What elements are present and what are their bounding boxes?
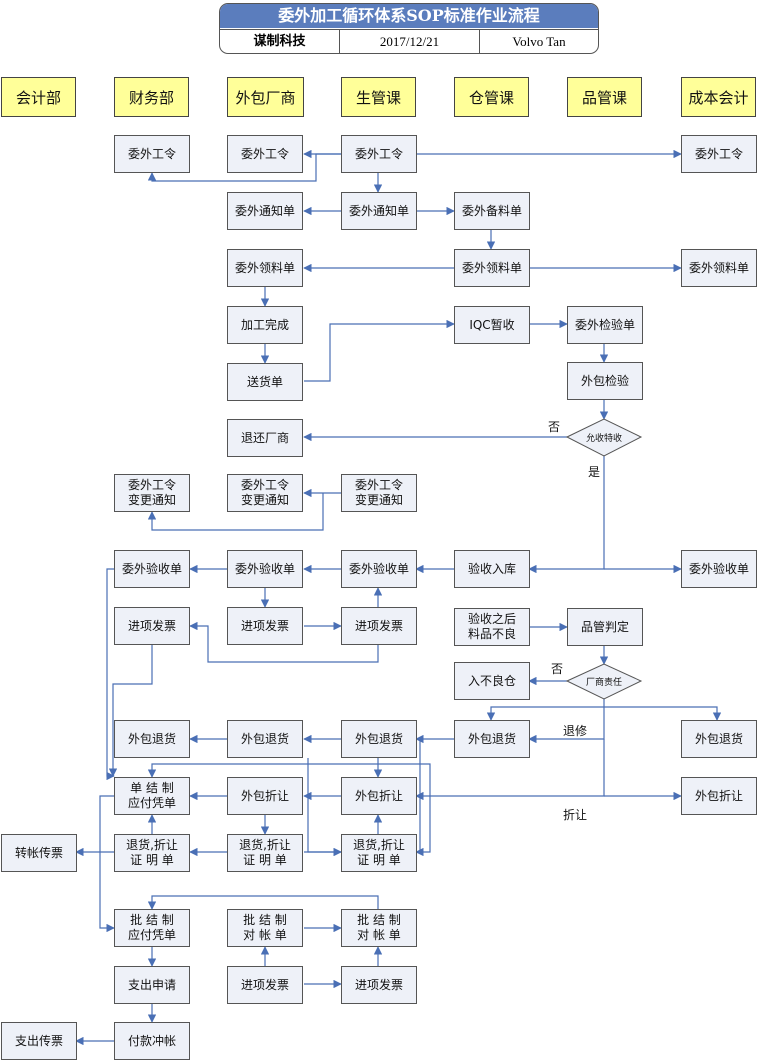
dept-production: 生管课 bbox=[341, 77, 416, 117]
qc-inspection: 外包检验 bbox=[567, 362, 643, 400]
production-order: 委外工令 bbox=[341, 135, 417, 173]
label-yes-1: 是 bbox=[588, 465, 601, 479]
vendor-ship: 送货单 bbox=[227, 363, 303, 401]
decision-accept-shape bbox=[565, 418, 643, 457]
finance-settlement: 付款冲帐 bbox=[114, 1022, 190, 1060]
connector bbox=[603, 699, 722, 721]
finance-receipt: 委外验收单 bbox=[114, 550, 190, 588]
cost-return: 外包退货 bbox=[681, 720, 757, 758]
label-no-1: 否 bbox=[548, 420, 561, 434]
vendor-invoice: 进项发票 bbox=[227, 607, 303, 645]
date-field: 2017/12/21 bbox=[340, 30, 480, 53]
vendor-notice: 委外通知单 bbox=[227, 192, 303, 230]
label-no-2: 否 bbox=[551, 662, 564, 676]
production-invoice: 进项发票 bbox=[341, 607, 417, 645]
cost-discount: 外包折让 bbox=[681, 777, 757, 815]
production-return: 外包退货 bbox=[341, 720, 417, 758]
dept-vendor: 外包厂商 bbox=[227, 77, 304, 117]
vendor-change: 委外工令 变更通知 bbox=[227, 474, 303, 512]
vendor-order: 委外工令 bbox=[227, 135, 303, 173]
finance-batch-voucher: 批 结 制 应付凭单 bbox=[114, 909, 190, 947]
vendor-certificate: 退货,折让 证 明 单 bbox=[227, 834, 303, 872]
dept-quality: 品管课 bbox=[567, 77, 642, 117]
production-notice: 委外通知单 bbox=[341, 192, 417, 230]
decision-vendor: 厂商责任 bbox=[585, 678, 622, 688]
cost-receipt: 委外验收单 bbox=[681, 550, 757, 588]
connector bbox=[189, 621, 379, 663]
decision-accept: 允收特收 bbox=[585, 434, 622, 444]
warehouse-prep: 委外备料单 bbox=[454, 192, 530, 230]
finance-order: 委外工令 bbox=[114, 135, 190, 173]
warehouse-bad: 验收之后 料品不良 bbox=[454, 608, 530, 646]
warehouse-iqc: IQC暂收 bbox=[454, 306, 530, 344]
warehouse-return: 外包退货 bbox=[454, 720, 530, 758]
title-block: 委外加工循环体系SOP标准作业流程 谋制科技 2017/12/21 Volvo … bbox=[219, 3, 599, 54]
dept-accounting: 会计部 bbox=[1, 77, 76, 117]
title-info-row: 谋制科技 2017/12/21 Volvo Tan bbox=[220, 29, 598, 53]
label-rework: 退修 bbox=[563, 724, 588, 738]
page-title: 委外加工循环体系SOP标准作业流程 bbox=[220, 4, 598, 28]
production-change: 委外工令 变更通知 bbox=[341, 474, 417, 512]
accounting-transfer: 转帐传票 bbox=[1, 834, 77, 872]
connector bbox=[147, 493, 324, 531]
connector bbox=[99, 795, 115, 933]
finance-voucher: 单 结 制 应付凭单 bbox=[114, 777, 190, 815]
cost-order: 委外工令 bbox=[681, 135, 757, 173]
warehouse-reject: 入不良仓 bbox=[454, 662, 530, 700]
qc-judge: 品管判定 bbox=[567, 608, 643, 646]
finance-change: 委外工令 变更通知 bbox=[114, 474, 190, 512]
label-discount: 折让 bbox=[563, 808, 588, 822]
dept-finance: 财务部 bbox=[114, 77, 189, 117]
finance-certificate: 退货,折让 证 明 单 bbox=[114, 834, 190, 872]
author-field: Volvo Tan bbox=[512, 34, 566, 49]
connector bbox=[147, 895, 379, 910]
vendor-done: 加工完成 bbox=[227, 306, 303, 344]
vendor-discount: 外包折让 bbox=[227, 777, 303, 815]
qc-inspection-sheet: 委外检验单 bbox=[567, 306, 643, 344]
decision-vendor-shape bbox=[565, 663, 643, 700]
finance-return: 外包退货 bbox=[114, 720, 190, 758]
production-invoice-2: 进项发票 bbox=[341, 966, 417, 1004]
connector bbox=[486, 706, 604, 721]
vendor-statement: 批 结 制 对 帐 单 bbox=[227, 909, 303, 947]
vendor-receipt: 委外验收单 bbox=[227, 550, 303, 588]
warehouse-stock: 验收入库 bbox=[454, 550, 530, 588]
finance-pay-request: 支出申请 bbox=[114, 966, 190, 1004]
accounting-payment: 支出传票 bbox=[1, 1022, 77, 1060]
production-certificate: 退货,折让 证 明 单 bbox=[341, 834, 417, 872]
production-statement: 批 结 制 对 帐 单 bbox=[341, 909, 417, 947]
connector bbox=[307, 758, 342, 857]
dept-warehouse: 仓管课 bbox=[454, 77, 529, 117]
connector bbox=[147, 763, 431, 853]
connector bbox=[108, 645, 153, 777]
production-receipt: 委外验收单 bbox=[341, 550, 417, 588]
vendor-return: 退还厂商 bbox=[227, 419, 303, 457]
finance-invoice: 进项发票 bbox=[114, 607, 190, 645]
vendor-return-goods: 外包退货 bbox=[227, 720, 303, 758]
vendor-invoice-2: 进项发票 bbox=[227, 966, 303, 1004]
production-discount: 外包折让 bbox=[341, 777, 417, 815]
company-name: 谋制科技 bbox=[220, 30, 340, 53]
warehouse-pick: 委外领料单 bbox=[454, 249, 530, 287]
connector bbox=[147, 153, 341, 182]
connector bbox=[304, 319, 455, 382]
cost-pick: 委外领料单 bbox=[681, 249, 757, 287]
dept-cost: 成本会计 bbox=[681, 77, 756, 117]
vendor-pick: 委外领料单 bbox=[227, 249, 303, 287]
